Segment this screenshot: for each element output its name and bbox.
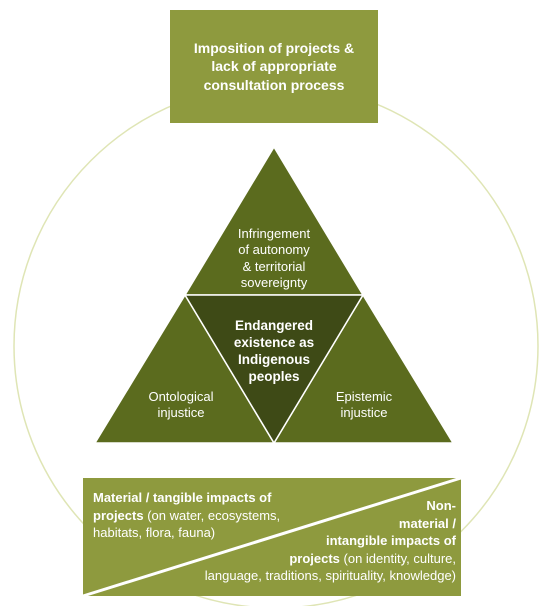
material-detail-line: habitats, flora, fauna) [93,525,216,541]
epistemic-line: Epistemic [335,389,393,404]
top-box-shape [170,10,378,123]
center-line: Endangered [234,318,313,333]
non-material-heading: material / [398,515,456,531]
material-projects: projects [93,507,144,523]
ontological-label: Ontological injustice [131,389,231,422]
center-line: peoples [248,368,300,384]
non-material-detail-line: language, traditions, spirituality, know… [204,568,456,584]
non-material-impacts-text: Non- material / intangible impacts of pr… [160,497,456,585]
material-impacts-text: Material / tangible impacts of projects … [93,489,353,542]
center-line: Indigenous [238,351,310,367]
ontological-line: Ontological [148,389,214,404]
autonomy-line: & territorial [242,258,306,274]
top-box-line: Imposition of projects & [193,40,355,57]
band-divider [82,476,462,598]
non-material-heading: intangible impacts of [325,533,456,549]
autonomy-label: Infringement of autonomy & territorial s… [214,226,334,291]
epistemic-line: injustice [340,405,388,421]
material-heading: Material / tangible impacts of [93,490,272,505]
autonomy-line: Infringement [237,226,311,241]
center-label: Endangered existence as Indigenous peopl… [219,318,329,386]
non-material-heading: Non- [426,498,456,513]
top-box-label: Imposition of projects & lack of appropr… [194,39,354,94]
non-material-projects: projects [289,550,340,566]
non-material-detail: (on identity, culture, [339,550,456,566]
ontological-line: injustice [157,405,205,421]
epistemic-label: Epistemic injustice [314,389,414,422]
top-box: Imposition of projects & lack of appropr… [170,10,378,123]
center-triangle [183,294,365,445]
top-box-line: lack of appropriate [211,58,337,75]
autonomy-line: sovereignty [240,274,308,290]
center-line: existence as [233,334,315,350]
autonomy-line: of autonomy [238,242,310,258]
material-detail: (on water, ecosystems, [143,507,281,523]
top-box-line: consultation process [203,76,345,93]
